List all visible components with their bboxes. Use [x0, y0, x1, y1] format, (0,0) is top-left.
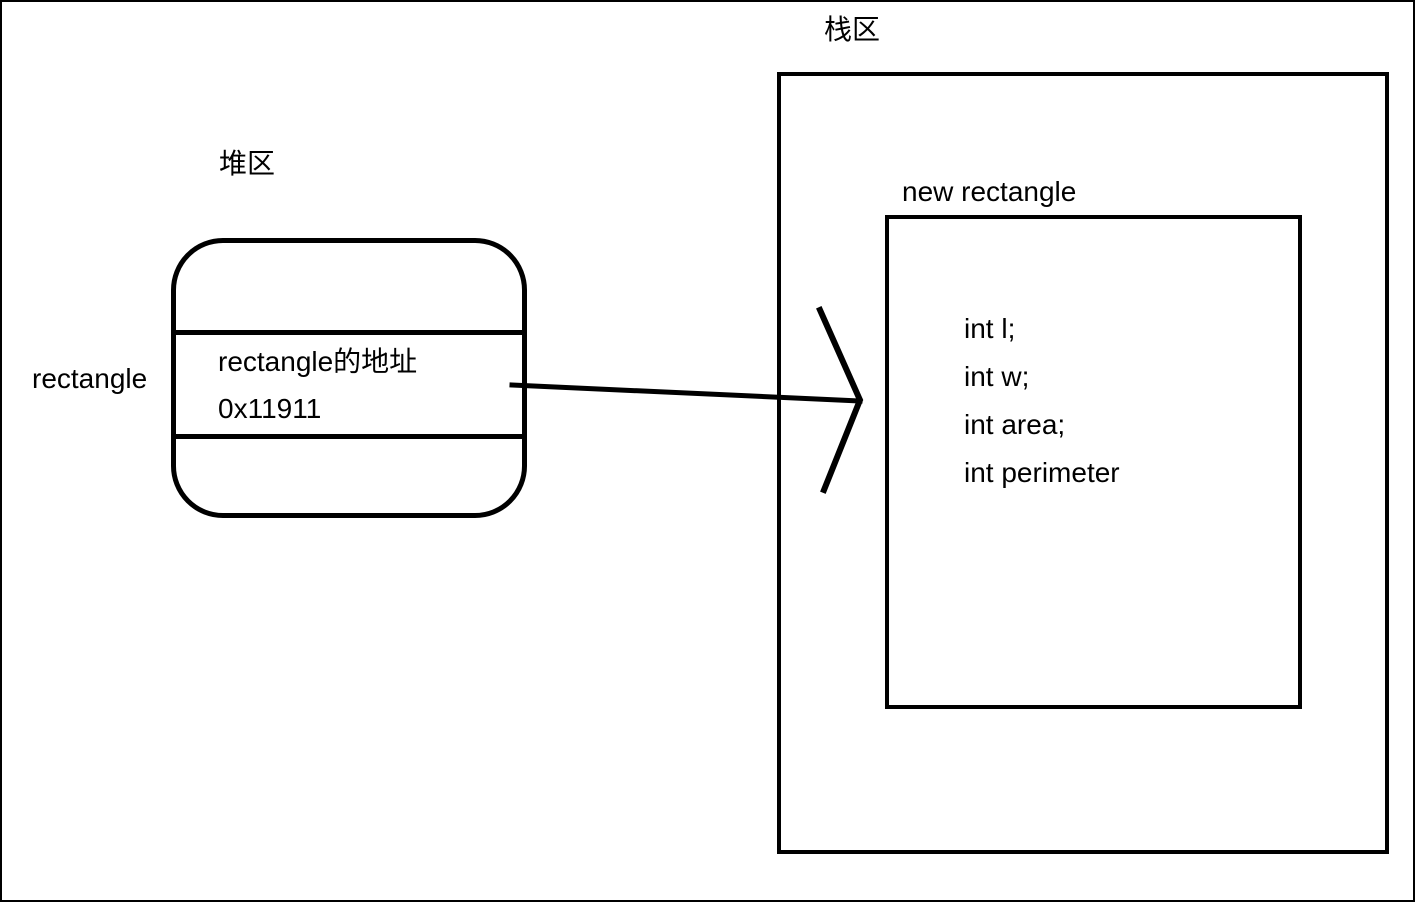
- field-int-w: int w;: [964, 361, 1030, 392]
- object-members-box: int l; int w; int area; int perimeter: [885, 215, 1302, 709]
- heap-object-node: rectangle的地址 0x11911: [171, 238, 527, 518]
- field-int-perimeter: int perimeter: [964, 457, 1120, 488]
- heap-area-label: 堆区: [219, 148, 276, 179]
- heap-node-top-band: [176, 243, 522, 330]
- field-int-l: int l;: [964, 313, 1016, 344]
- stack-area-label: 栈区: [824, 14, 881, 45]
- variable-name-label: rectangle: [32, 363, 148, 394]
- heap-node-address-cell: rectangle的地址 0x11911: [176, 330, 522, 439]
- address-cell-line1: rectangle的地址: [218, 345, 418, 377]
- field-int-area: int area;: [964, 409, 1066, 440]
- object-title-label: new rectangle: [902, 176, 1077, 207]
- stack-area-frame: [777, 72, 1389, 854]
- heap-node-bottom-band: [176, 439, 522, 513]
- address-cell-line2: 0x11911: [218, 392, 322, 424]
